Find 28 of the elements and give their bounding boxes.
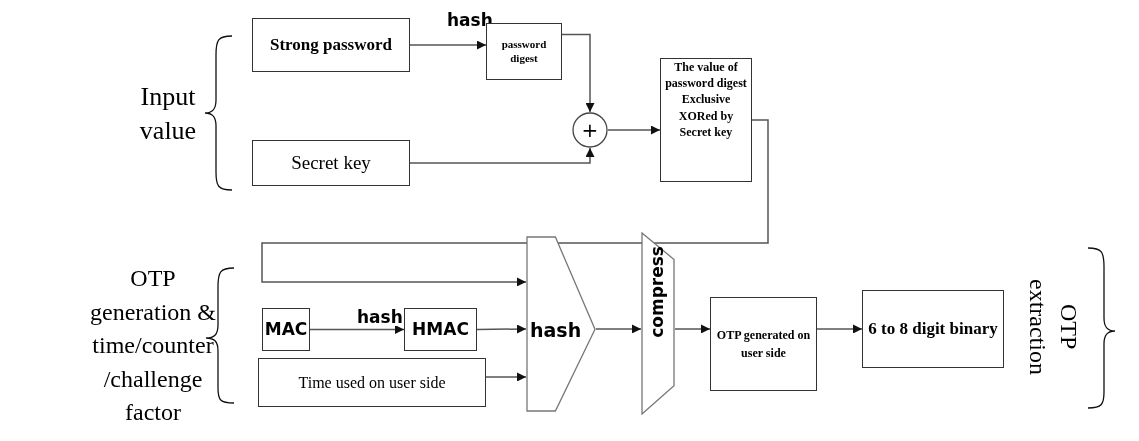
process-box: MAC [262,308,310,351]
arrow [607,125,661,135]
arrow [595,324,642,334]
process-box: 6 to 8 digit binary [862,290,1004,368]
arrow [409,40,487,50]
arrow [409,147,595,164]
process-box: OTP generated on user side [710,297,817,391]
process-box: Time used on user side [258,358,486,407]
process-box: HMAC [404,308,477,351]
plus-sign: + [581,117,599,144]
arrow [674,324,711,334]
process-box: The value of password digest Exclusive XORed by Secret key [660,58,752,182]
block-label: compress [646,246,669,338]
edge-label: hash [447,12,493,29]
group-label: OTP extraction [1024,278,1084,377]
arrow [561,33,595,113]
edge-label: hash [357,309,403,326]
arrow [309,325,405,334]
arrow [476,324,527,334]
arrow [816,324,863,334]
group-label: Input value [138,81,198,147]
process-box: Strong password [252,18,410,72]
group-label: OTP generation & time/counter /challenge factor [89,264,217,428]
process-box: password digest [486,23,562,80]
block-label: hash [530,317,582,343]
arrow [261,119,769,287]
process-box: Secret key [252,140,410,186]
arrow [485,372,527,382]
